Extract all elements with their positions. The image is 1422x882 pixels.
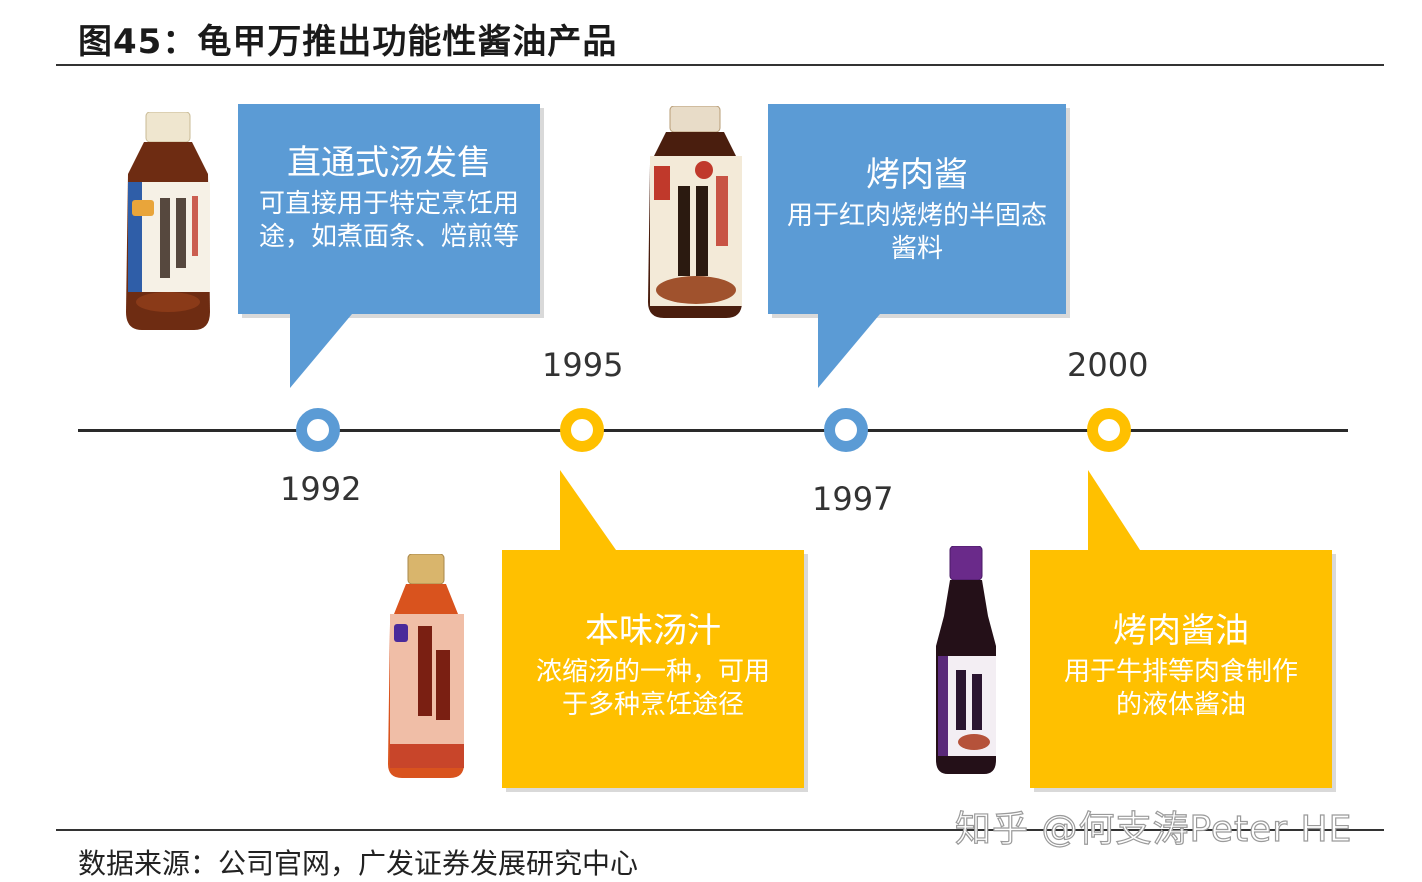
callout-desc-2000: 用于牛排等肉食制作的液体酱油	[1063, 657, 1298, 720]
callout-2000: 烤肉酱油 用于牛排等肉食制作的液体酱油	[1030, 550, 1332, 788]
callout-pointer-1992	[290, 314, 352, 388]
watermark: 知乎 @何支涛Peter HE	[954, 808, 1353, 850]
callout-title-1992: 直通式汤发售	[287, 143, 491, 183]
callout-1995: 本味汤汁 浓缩汤的一种，可用于多种烹饪途径	[502, 550, 804, 788]
timeline-axis	[78, 429, 1348, 432]
timeline-node-1992	[296, 408, 340, 452]
year-label-2000: 2000	[1067, 346, 1149, 384]
callout-1997: 烤肉酱 用于红肉烧烤的半固态酱料	[768, 104, 1066, 314]
year-label-1995: 1995	[542, 346, 624, 384]
data-source-note: 数据来源：公司官网，广发证券发展研究中心	[78, 847, 639, 880]
tsuyu-bottle-1995-icon	[388, 554, 464, 778]
callout-pointer-1995	[560, 470, 616, 550]
year-label-1997: 1997	[812, 480, 894, 518]
callout-title-1997: 烤肉酱	[866, 155, 968, 195]
callout-desc-1997: 用于红肉烧烤的半固态酱料	[786, 201, 1047, 264]
callout-pointer-1997	[818, 314, 880, 388]
timeline-node-1997	[824, 408, 868, 452]
yakiniku-sauce-bottle-1997-icon	[648, 106, 742, 318]
callout-desc-1995: 浓缩汤的一种，可用于多种烹饪途径	[535, 657, 770, 720]
bottom-rule	[56, 829, 1384, 831]
callout-title-2000: 烤肉酱油	[1113, 611, 1249, 651]
callout-title-1995: 本味汤汁	[585, 611, 721, 651]
callout-desc-1992: 可直接用于特定烹饪用途，如煮面条、焙煎等	[258, 189, 519, 252]
top-rule	[56, 64, 1384, 66]
timeline-node-1995	[560, 408, 604, 452]
callout-pointer-2000	[1088, 470, 1140, 550]
year-label-1992: 1992	[280, 470, 362, 508]
steak-soy-bottle-2000-icon	[936, 546, 996, 774]
timeline-node-2000	[1087, 408, 1131, 452]
soup-bottle-1992-icon	[126, 112, 210, 330]
page-title: 图45：龟甲万推出功能性酱油产品	[78, 22, 618, 62]
callout-1992: 直通式汤发售 可直接用于特定烹饪用途，如煮面条、焙煎等	[238, 104, 540, 314]
